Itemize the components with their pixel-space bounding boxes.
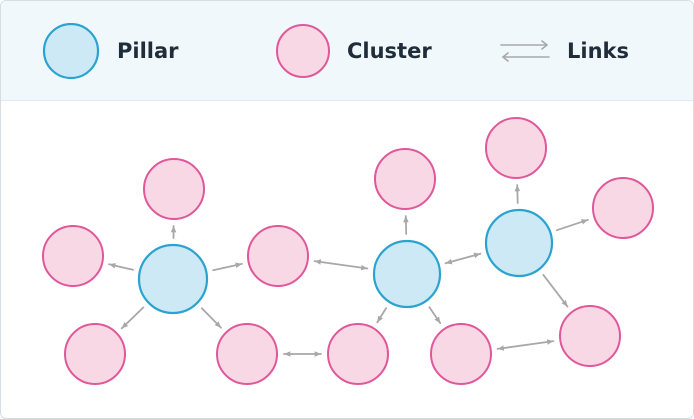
link-arrow-p2-p3 [444, 252, 482, 265]
link-arrow-p1-c4 [120, 306, 145, 330]
link-arrow-c3-p2 [313, 259, 369, 271]
cluster-node-c4 [64, 323, 126, 385]
link-arrow-p2-c8 [428, 306, 442, 325]
legend-label-pillar: Pillar [117, 39, 179, 63]
nodes-layer [42, 117, 654, 385]
cluster-node-c7 [374, 148, 436, 210]
cluster-node-c5 [216, 323, 278, 385]
cluster-node-c2 [42, 225, 104, 287]
cluster-node-c6 [327, 323, 389, 385]
link-arrow-p3-c10 [556, 218, 589, 232]
legend: Pillar Cluster Links [1, 1, 693, 101]
link-arrow-p3-c11 [542, 273, 569, 308]
legend-item-links: Links [499, 23, 629, 79]
pillar-node-p3 [484, 208, 554, 278]
pillar-swatch-icon [42, 23, 100, 79]
legend-item-cluster: Cluster [275, 23, 432, 79]
pillar-node-p1 [137, 243, 209, 315]
link-arrow-p3-c9 [514, 184, 521, 204]
cluster-node-c8 [430, 323, 492, 385]
cluster-node-c9 [485, 117, 547, 179]
legend-label-cluster: Cluster [347, 39, 432, 63]
links-layer [108, 184, 589, 357]
link-arrow-p1-c3 [212, 262, 243, 272]
link-arrow-p2-c6 [376, 307, 388, 324]
bidirectional-arrows-icon [500, 40, 550, 62]
link-arrow-p1-c2 [108, 262, 134, 271]
cluster-node-c1 [143, 158, 205, 220]
cluster-node-c10 [592, 177, 654, 239]
legend-item-pillar: Pillar [41, 23, 179, 79]
cluster-swatch-icon [276, 24, 330, 78]
pillar-node-p2 [372, 239, 442, 309]
link-arrow-p1-c5 [200, 307, 222, 329]
legend-label-links: Links [567, 39, 629, 63]
cluster-node-c11 [559, 305, 621, 367]
cluster-node-c3 [247, 225, 309, 287]
link-arrow-c8-c11 [496, 339, 555, 351]
